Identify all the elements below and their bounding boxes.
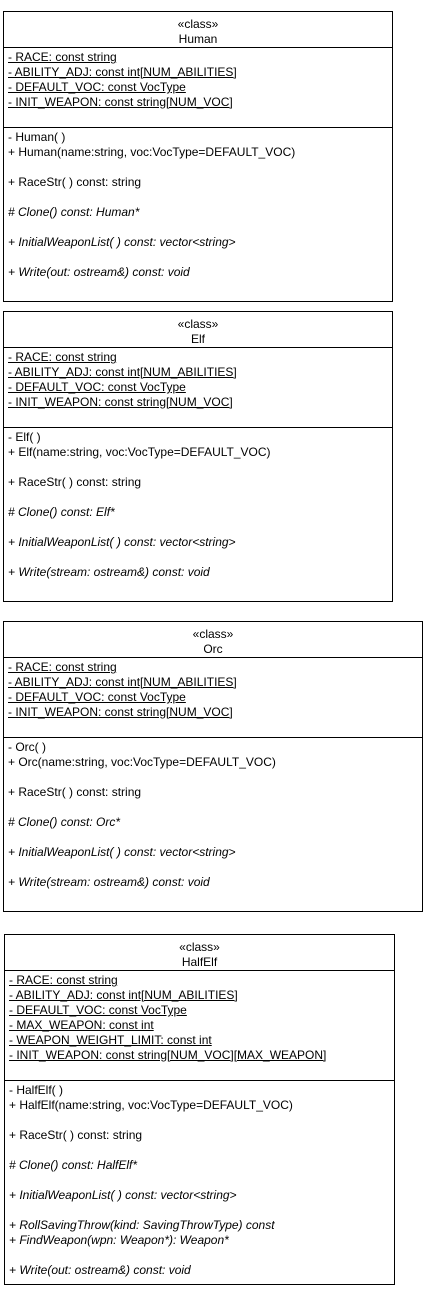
class-box-halfelf: «class» HalfElf - RACE: const string - A… bbox=[4, 934, 395, 1285]
class-box-human: «class» Human - RACE: const string - ABI… bbox=[3, 11, 393, 302]
operation: + RaceStr( ) const: string bbox=[8, 785, 142, 799]
class-name: Human bbox=[178, 32, 218, 46]
attribute: - MAX_WEAPON: const int bbox=[9, 1018, 154, 1032]
class-box-orc: «class» Orc - RACE: const string - ABILI… bbox=[3, 621, 423, 912]
operation: - Orc( ) bbox=[8, 740, 46, 754]
operation: # Clone() const: HalfElf* bbox=[9, 1158, 138, 1172]
operation: + Write(stream: ostream&) const: void bbox=[8, 565, 210, 579]
operation: + Orc(name:string, voc:VocType=DEFAULT_V… bbox=[8, 755, 276, 769]
attribute: - INIT_WEAPON: const string[NUM_VOC] bbox=[8, 705, 233, 719]
operation: + Human(name:string, voc:VocType=DEFAULT… bbox=[8, 145, 296, 159]
class-header: «class» Human bbox=[4, 12, 392, 48]
attribute: - RACE: const string bbox=[8, 350, 117, 364]
operation: + RaceStr( ) const: string bbox=[9, 1128, 143, 1142]
attributes-compartment: - RACE: const string - ABILITY_ADJ: cons… bbox=[5, 971, 394, 1081]
operation: - Human( ) bbox=[8, 130, 66, 144]
operations-compartment: - Human( ) + Human(name:string, voc:VocT… bbox=[4, 128, 392, 280]
operation: + InitialWeaponList( ) const: vector<str… bbox=[8, 535, 236, 549]
operation: + RollSavingThrow(kind: SavingThrowType)… bbox=[9, 1218, 275, 1232]
operations-compartment: - HalfElf( ) + HalfElf(name:string, voc:… bbox=[5, 1081, 394, 1278]
class-name: HalfElf bbox=[181, 955, 218, 969]
operation: - Elf( ) bbox=[8, 430, 41, 444]
stereotype-label: «class» bbox=[177, 17, 219, 31]
operation: # Clone() const: Elf* bbox=[8, 505, 115, 519]
operation: + Elf(name:string, voc:VocType=DEFAULT_V… bbox=[8, 445, 271, 459]
operation: + InitialWeaponList( ) const: vector<str… bbox=[8, 845, 236, 859]
operation: + InitialWeaponList( ) const: vector<str… bbox=[9, 1188, 237, 1202]
attributes-compartment: - RACE: const string - ABILITY_ADJ: cons… bbox=[4, 48, 392, 128]
stereotype-label: «class» bbox=[192, 627, 234, 641]
attribute: - ABILITY_ADJ: const int[NUM_ABILITIES] bbox=[8, 365, 237, 379]
class-header: «class» Elf bbox=[4, 312, 392, 348]
attribute: - ABILITY_ADJ: const int[NUM_ABILITIES] bbox=[8, 675, 237, 689]
operation: + RaceStr( ) const: string bbox=[8, 475, 142, 489]
class-box-elf: «class» Elf - RACE: const string - ABILI… bbox=[3, 311, 393, 602]
operation: + Write(stream: ostream&) const: void bbox=[8, 875, 210, 889]
class-name: Orc bbox=[203, 642, 223, 656]
operation: + Write(out: ostream&) const: void bbox=[9, 1263, 191, 1277]
operation: + HalfElf(name:string, voc:VocType=DEFAU… bbox=[9, 1098, 293, 1112]
attribute: - DEFAULT_VOC: const VocType bbox=[8, 380, 186, 394]
operation: + InitialWeaponList( ) const: vector<str… bbox=[8, 235, 236, 249]
attribute: - ABILITY_ADJ: const int[NUM_ABILITIES] bbox=[8, 65, 237, 79]
operation: + Write(out: ostream&) const: void bbox=[8, 265, 190, 279]
attribute: - WEAPON_WEIGHT_LIMIT: const int bbox=[9, 1033, 212, 1047]
attribute: - RACE: const string bbox=[8, 660, 117, 674]
class-header: «class» Orc bbox=[4, 622, 422, 658]
operations-compartment: - Orc( ) + Orc(name:string, voc:VocType=… bbox=[4, 738, 422, 890]
operation: - HalfElf( ) bbox=[9, 1083, 63, 1097]
stereotype-label: «class» bbox=[177, 317, 219, 331]
attribute: - ABILITY_ADJ: const int[NUM_ABILITIES] bbox=[9, 988, 238, 1002]
class-name: Elf bbox=[190, 332, 205, 346]
operation: # Clone() const: Human* bbox=[8, 205, 140, 219]
attribute: - INIT_WEAPON: const string[NUM_VOC] bbox=[8, 95, 233, 109]
class-header: «class» HalfElf bbox=[5, 935, 394, 971]
attribute: - DEFAULT_VOC: const VocType bbox=[8, 690, 186, 704]
operation: + RaceStr( ) const: string bbox=[8, 175, 142, 189]
operation: + FindWeapon(wpn: Weapon*): Weapon* bbox=[9, 1233, 229, 1247]
attribute: - RACE: const string bbox=[8, 50, 117, 64]
attribute: - INIT_WEAPON: const string[NUM_VOC][MAX… bbox=[9, 1048, 327, 1062]
operation: # Clone() const: Orc* bbox=[8, 815, 121, 829]
stereotype-label: «class» bbox=[179, 940, 220, 954]
attribute: - DEFAULT_VOC: const VocType bbox=[8, 80, 186, 94]
attributes-compartment: - RACE: const string - ABILITY_ADJ: cons… bbox=[4, 658, 422, 738]
operations-compartment: - Elf( ) + Elf(name:string, voc:VocType=… bbox=[4, 428, 392, 580]
attribute: - RACE: const string bbox=[9, 973, 118, 987]
attribute: - DEFAULT_VOC: const VocType bbox=[9, 1003, 187, 1017]
attribute: - INIT_WEAPON: const string[NUM_VOC] bbox=[8, 395, 233, 409]
attributes-compartment: - RACE: const string - ABILITY_ADJ: cons… bbox=[4, 348, 392, 428]
